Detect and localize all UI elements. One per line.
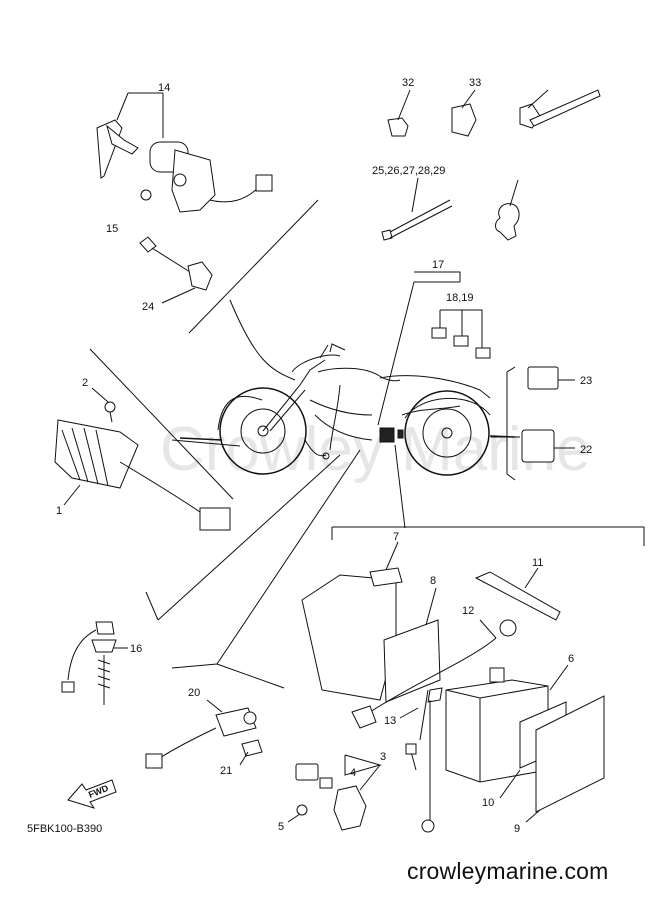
relay-3-5 bbox=[287, 754, 382, 831]
rectifier-1-2 bbox=[54, 387, 231, 531]
callout-5: 5 bbox=[278, 821, 284, 833]
callout-31: 33 bbox=[469, 77, 481, 89]
callout-10: 10 bbox=[482, 797, 494, 809]
callout-14: 14 bbox=[158, 82, 170, 94]
switch-16 bbox=[61, 621, 128, 705]
relays-17-19 bbox=[414, 271, 491, 359]
callout-3: 3 bbox=[380, 751, 386, 763]
motorcycle bbox=[179, 343, 516, 476]
callout-7: 7 bbox=[393, 531, 399, 543]
relays-22-23 bbox=[521, 366, 575, 463]
callout-16: 16 bbox=[130, 643, 142, 655]
callout-1: 1 bbox=[56, 505, 62, 517]
callout-21: 21 bbox=[220, 765, 232, 777]
sensor-24 bbox=[139, 236, 213, 304]
battery-6-9-10 bbox=[445, 664, 605, 823]
callouts: 14 15 24 32 33 25,26,27,28,29 17 18,19 2… bbox=[56, 77, 592, 835]
callout-23: 23 bbox=[580, 375, 592, 387]
leader-lines bbox=[89, 199, 645, 689]
callout-17: 17 bbox=[432, 259, 444, 271]
sensor-20-21 bbox=[145, 699, 263, 769]
callout-15: 15 bbox=[106, 223, 118, 235]
callout-12: 12 bbox=[462, 605, 474, 617]
callout-22: 22 bbox=[580, 444, 592, 456]
callout-6: 6 bbox=[568, 653, 574, 665]
callout-9: 9 bbox=[514, 823, 520, 835]
callout-4: 4 bbox=[350, 767, 356, 779]
callout-30: 32 bbox=[402, 77, 414, 89]
clamps-30-33 bbox=[381, 89, 601, 241]
callout-13: 13 bbox=[384, 715, 396, 727]
fwd-arrow-icon: FWD bbox=[67, 779, 117, 809]
callout-18-19: 18,19 bbox=[446, 292, 474, 304]
website-label: crowleymarine.com bbox=[407, 858, 609, 884]
cables-12-13 bbox=[351, 619, 517, 833]
bracket-7-8 bbox=[301, 541, 441, 703]
callout-2: 2 bbox=[82, 377, 88, 389]
callout-11: 11 bbox=[532, 557, 543, 569]
band-11 bbox=[474, 567, 561, 621]
callout-25-29: 25,26,27,28,29 bbox=[372, 165, 445, 177]
callout-20: 20 bbox=[188, 687, 200, 699]
main-switch-14 bbox=[96, 92, 273, 213]
callout-24: 24 bbox=[142, 301, 154, 313]
watermark: Crowley Marine bbox=[160, 415, 591, 484]
callout-8: 8 bbox=[430, 575, 436, 587]
drawing-code: 5FBK100-B390 bbox=[27, 823, 103, 835]
